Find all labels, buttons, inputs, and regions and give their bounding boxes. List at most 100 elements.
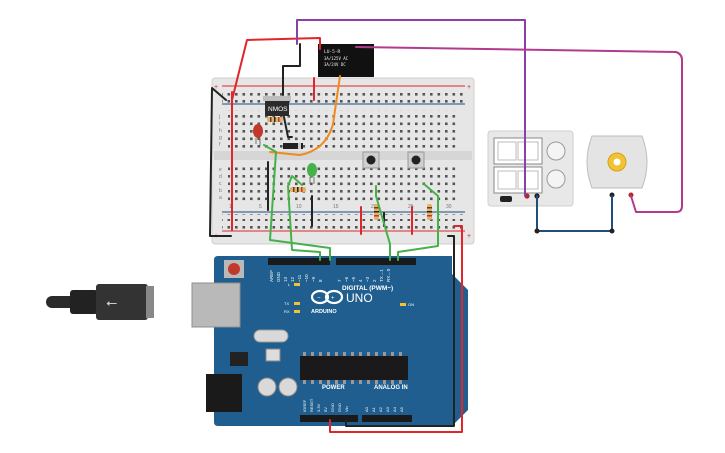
dc-motor[interactable] xyxy=(586,135,648,198)
crystal xyxy=(253,329,289,343)
pin-label: RESET xyxy=(309,398,314,412)
pin-label: GND xyxy=(330,403,335,412)
capacitor xyxy=(278,377,298,397)
wire-black[interactable] xyxy=(282,43,301,96)
nmos-label: NMOS xyxy=(268,106,288,113)
usb-icon: ⭠ xyxy=(106,294,117,310)
column-label: 15 xyxy=(333,204,339,210)
usb-plug xyxy=(96,284,148,320)
wire-purple[interactable] xyxy=(296,19,526,197)
svg-text:+: + xyxy=(331,296,335,302)
relay-label: 3A/125V AC xyxy=(324,56,349,61)
resistor[interactable] xyxy=(267,117,283,122)
resistor[interactable] xyxy=(290,187,306,192)
current-knob[interactable] xyxy=(546,169,566,189)
wire-black[interactable] xyxy=(209,87,232,237)
pin-label: ~5 xyxy=(351,276,356,282)
row-label: e xyxy=(219,167,222,173)
pin-label: A4 xyxy=(392,406,397,412)
plus-marker: + xyxy=(467,233,471,240)
pin-label: A5 xyxy=(399,406,404,412)
breadboard[interactable]: + + + + j i h g f e d c b a 1 5 10 15 20… xyxy=(211,77,475,245)
pin-label: ~9 xyxy=(311,276,316,282)
led-label: TX xyxy=(284,301,289,306)
wire-green[interactable] xyxy=(375,185,391,261)
top-terminal-holes xyxy=(228,110,460,148)
pin-label: 5V xyxy=(323,407,328,412)
wires xyxy=(209,19,683,433)
wire-red[interactable] xyxy=(329,225,463,433)
diode[interactable] xyxy=(283,143,303,149)
usb-cable xyxy=(46,296,76,308)
pin-label: Vin xyxy=(344,406,349,412)
pin-label: ~3 xyxy=(365,276,370,282)
column-label: 1 xyxy=(229,204,232,210)
pin-label: A2 xyxy=(378,406,383,412)
pin-label: GND xyxy=(276,271,281,282)
top-rail-holes xyxy=(222,96,465,103)
analog-header[interactable] xyxy=(362,415,412,422)
column-label: 5 xyxy=(259,204,262,210)
red-led[interactable] xyxy=(253,124,263,146)
svg-text:−: − xyxy=(317,296,321,302)
relay-label: 3A/24V DC xyxy=(324,62,346,67)
wire-black[interactable] xyxy=(345,235,455,427)
column-label: 25 xyxy=(408,204,414,210)
rx-led xyxy=(294,310,300,313)
row-label: i xyxy=(219,121,220,127)
pin-label: A1 xyxy=(371,406,376,412)
top-rail-holes xyxy=(222,89,465,96)
power-label: POWER xyxy=(322,385,345,391)
tx-led xyxy=(294,302,300,305)
row-label: a xyxy=(219,195,222,201)
usb-port xyxy=(191,282,241,328)
bottom-rail-holes xyxy=(222,214,465,221)
wire-green[interactable] xyxy=(287,175,321,261)
pin-label: A3 xyxy=(385,406,390,412)
resistor[interactable] xyxy=(374,204,379,220)
wire-black[interactable] xyxy=(283,116,293,138)
pin-label: AREF xyxy=(269,270,274,282)
pin-label: 8 xyxy=(318,279,323,282)
bottom-terminal-holes xyxy=(228,163,460,201)
voltage-knob[interactable] xyxy=(546,141,566,161)
power-header[interactable] xyxy=(300,415,358,422)
green-led[interactable] xyxy=(307,163,317,184)
wire-red[interactable] xyxy=(231,37,321,101)
row-label: h xyxy=(219,128,222,134)
power-switch[interactable] xyxy=(500,196,512,202)
pin-label: 13 xyxy=(283,276,288,282)
l-led xyxy=(294,283,300,286)
plus-marker: + xyxy=(214,84,218,91)
power-supply[interactable] xyxy=(487,130,574,207)
wire-orange[interactable] xyxy=(269,75,341,156)
row-label: j xyxy=(218,114,220,120)
usb-connector xyxy=(70,290,98,314)
arduino-board xyxy=(214,256,468,426)
digital-label: DIGITAL (PWM~) xyxy=(342,285,393,292)
wire-green[interactable] xyxy=(397,183,439,261)
row-label: f xyxy=(219,142,221,148)
reset-button[interactable] xyxy=(228,263,240,275)
wire-navy[interactable] xyxy=(536,195,613,232)
pushbutton[interactable] xyxy=(362,151,380,169)
pin-label: 3.3V xyxy=(316,403,321,412)
relay-label: LU-5-R xyxy=(324,49,341,55)
led-label: ON xyxy=(408,302,414,307)
digital-header[interactable] xyxy=(268,258,330,265)
wire-magenta[interactable] xyxy=(355,46,683,213)
wire-green[interactable] xyxy=(263,144,331,261)
arduino-uno[interactable]: ⭠ xyxy=(46,256,468,426)
digital-header[interactable] xyxy=(336,258,416,265)
arduino-logo-icon: − + xyxy=(310,289,344,305)
column-label: 10 xyxy=(296,204,302,210)
pushbutton[interactable] xyxy=(407,151,425,169)
center-channel xyxy=(214,151,472,160)
analog-label: ANALOG IN xyxy=(374,385,408,391)
relay-body xyxy=(318,44,374,77)
usb-plug-metal xyxy=(146,286,154,318)
resistor[interactable] xyxy=(427,204,432,220)
relay[interactable]: LU-5-R 3A/125V AC 3A/24V DC xyxy=(318,44,374,77)
nmos-transistor[interactable]: NMOS xyxy=(263,96,291,116)
